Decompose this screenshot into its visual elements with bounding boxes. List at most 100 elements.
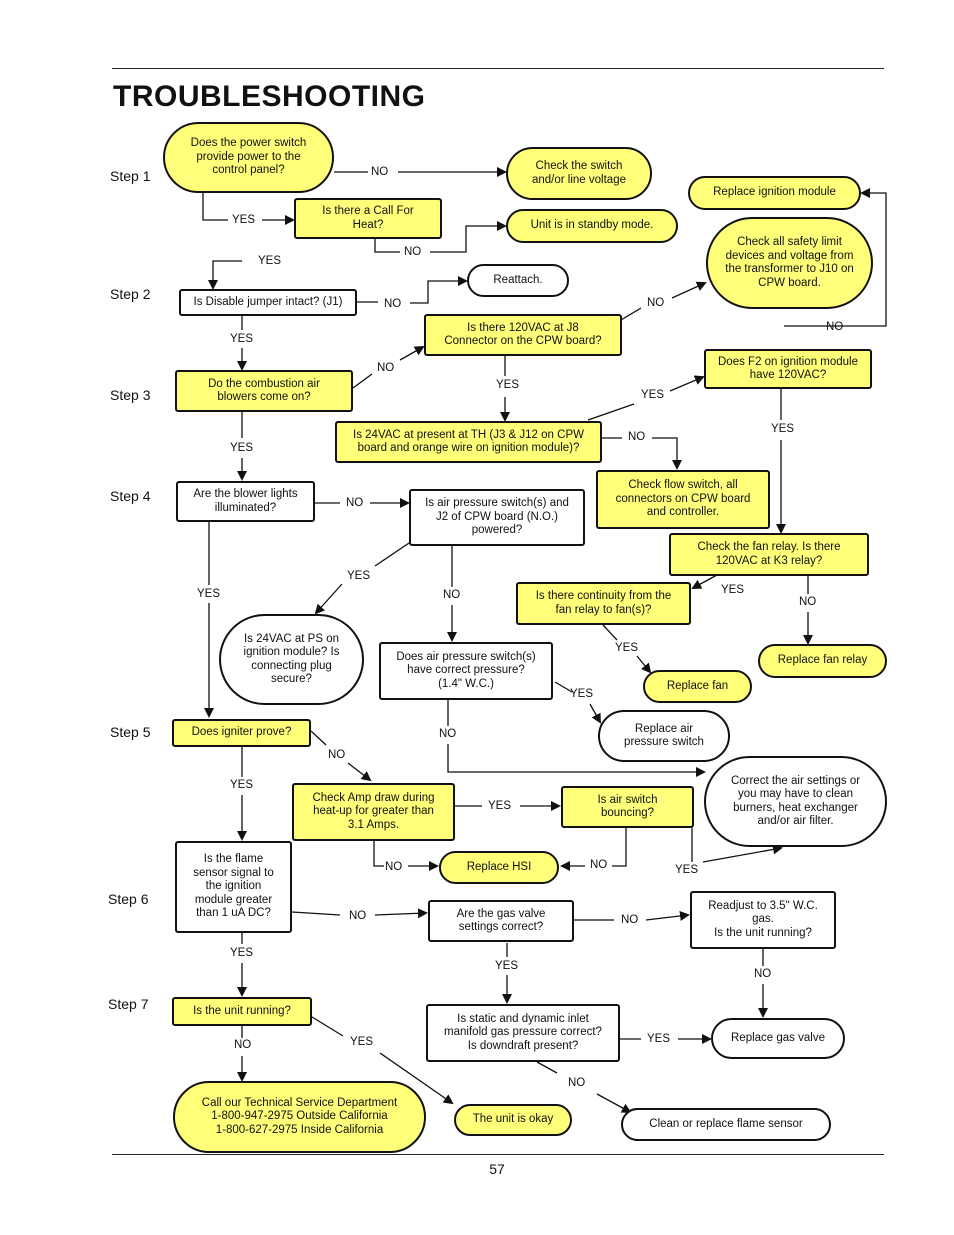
node-ap-correct: Does air pressure switch(s) have correct… [379, 642, 553, 700]
node-call-tech: Call our Technical Service Department 1-… [173, 1081, 426, 1153]
node-ap-powered: Is air pressure switch(s) and J2 of CPW … [409, 489, 585, 546]
node-unit-running: Is the unit running? [172, 997, 312, 1026]
wire-igniter-amp [310, 730, 370, 780]
wire-cont-fan [602, 624, 650, 672]
wire-callheat-standby [374, 226, 505, 253]
step-3-label: Step 3 [110, 387, 151, 403]
wire-running-okay [311, 1016, 452, 1103]
label-no: NO [385, 861, 403, 873]
node-120vac-j8: Is there 120VAC at J8 Connector on the C… [424, 314, 622, 356]
wire-apsw-24ps [316, 542, 410, 613]
wire-power-callheat [202, 192, 293, 220]
node-call-for-heat: Is there a Call For Heat? [294, 198, 442, 239]
node-static-dynamic: Is static and dynamic inlet manifold gas… [426, 1004, 620, 1062]
wire-apcorrect-correctair [447, 699, 704, 772]
wire-jumper-reattach [357, 281, 466, 304]
wire-bouncing-correctair [691, 828, 781, 863]
top-rule [112, 68, 884, 69]
label-yes: YES [230, 779, 254, 791]
node-flame-signal: Is the flame sensor signal to the igniti… [175, 841, 292, 933]
node-safety-limit: Check all safety limit devices and volta… [706, 217, 873, 309]
node-readjust: Readjust to 3.5" W.C. gas. Is the unit r… [690, 891, 836, 949]
node-check-switch: Check the switch and/or line voltage [506, 147, 652, 200]
label-no: NO [384, 298, 402, 310]
node-replace-ignition: Replace ignition module [688, 176, 861, 210]
wire-blowers-j8 [352, 347, 423, 389]
wire-f2-replace [784, 188, 887, 327]
label-yes: YES [675, 864, 699, 876]
node-standby: Unit is in standby mode. [506, 209, 678, 243]
step-7-label: Step 7 [108, 996, 149, 1012]
node-f2-ignition: Does F2 on ignition module have 120VAC? [704, 349, 872, 389]
label-yes: YES [258, 255, 282, 267]
label-no: NO [590, 859, 608, 871]
node-power-switch: Does the power switch provide power to t… [163, 122, 334, 193]
node-switch-bouncing: Is air switch bouncing? [561, 786, 694, 828]
wire-fanrelay-cont [691, 574, 718, 589]
label-no: NO [621, 914, 639, 926]
node-replace-fan: Replace fan [643, 670, 752, 703]
label-no: NO [439, 728, 457, 740]
node-24vac-ps: Is 24VAC at PS on ignition module? Is co… [219, 614, 364, 705]
label-yes: YES [232, 214, 256, 226]
node-correct-air: Correct the air settings or you may have… [704, 756, 887, 847]
node-blower-lights: Are the blower lights illuminated? [176, 481, 315, 522]
label-yes: YES [771, 423, 795, 435]
wire-flame-gasvalve [291, 912, 426, 915]
label-no: NO [377, 362, 395, 374]
label-no: NO [349, 910, 367, 922]
node-unit-okay: The unit is okay [454, 1104, 572, 1136]
label-yes: YES [347, 570, 371, 582]
wire-24vac-flow [601, 437, 677, 468]
node-clean-flame: Clean or replace flame sensor [621, 1108, 831, 1141]
step-4-label: Step 4 [110, 488, 151, 504]
node-replace-hsi: Replace HSI [439, 851, 559, 884]
wire-bouncing-hsi [562, 828, 627, 866]
label-no: NO [346, 497, 364, 509]
node-blowers-on: Do the combustion air blowers come on? [175, 370, 353, 412]
step-6-label: Step 6 [108, 891, 149, 907]
wire-callheat-jumper [208, 260, 242, 290]
label-yes: YES [570, 688, 594, 700]
label-yes: YES [495, 960, 519, 972]
label-yes: YES [488, 800, 512, 812]
node-replace-aps: Replace air pressure switch [598, 710, 730, 762]
page-number: 57 [489, 1161, 505, 1177]
label-yes: YES [721, 584, 745, 596]
label-yes: YES [350, 1036, 374, 1048]
node-check-flow: Check flow switch, all connectors on CPW… [596, 470, 770, 529]
label-yes: YES [230, 947, 254, 959]
wire-static-clean [536, 1061, 630, 1112]
wire-apcorrect-aps [554, 681, 600, 722]
wire-amp-hsi [373, 841, 437, 866]
label-no: NO [443, 589, 461, 601]
wire-j8-safety [620, 283, 705, 321]
label-no: NO [826, 321, 844, 333]
node-gas-valve-ok: Are the gas valve settings correct? [428, 900, 574, 942]
node-reattach: Reattach. [467, 264, 569, 297]
label-yes: YES [641, 389, 665, 401]
label-no: NO [568, 1077, 586, 1089]
node-replace-fan-relay: Replace fan relay [758, 644, 887, 678]
page-title: TROUBLESHOOTING [113, 80, 426, 113]
label-yes: YES [230, 442, 254, 454]
label-yes: YES [197, 588, 221, 600]
node-amp-draw: Check Amp draw during heat-up for greate… [292, 783, 455, 841]
node-disable-jumper: Is Disable jumper intact? (J1) [179, 289, 357, 316]
node-igniter-prove: Does igniter prove? [172, 719, 311, 747]
label-no: NO [754, 968, 772, 980]
label-no: NO [628, 431, 646, 443]
node-continuity: Is there continuity from the fan relay t… [516, 582, 691, 625]
node-24vac-th: Is 24VAC at present at TH (J3 & J12 on C… [335, 421, 602, 463]
step-1-label: Step 1 [110, 168, 151, 184]
node-fan-relay: Check the fan relay. Is there 120VAC at … [669, 533, 869, 576]
label-no: NO [234, 1039, 252, 1051]
label-no: NO [404, 246, 422, 258]
label-no: NO [328, 749, 346, 761]
wire-gasvalve-readjust [573, 915, 688, 920]
wire-24vac-f2 [587, 377, 703, 421]
label-yes: YES [647, 1033, 671, 1045]
label-no: NO [799, 596, 817, 608]
label-yes: YES [615, 642, 639, 654]
